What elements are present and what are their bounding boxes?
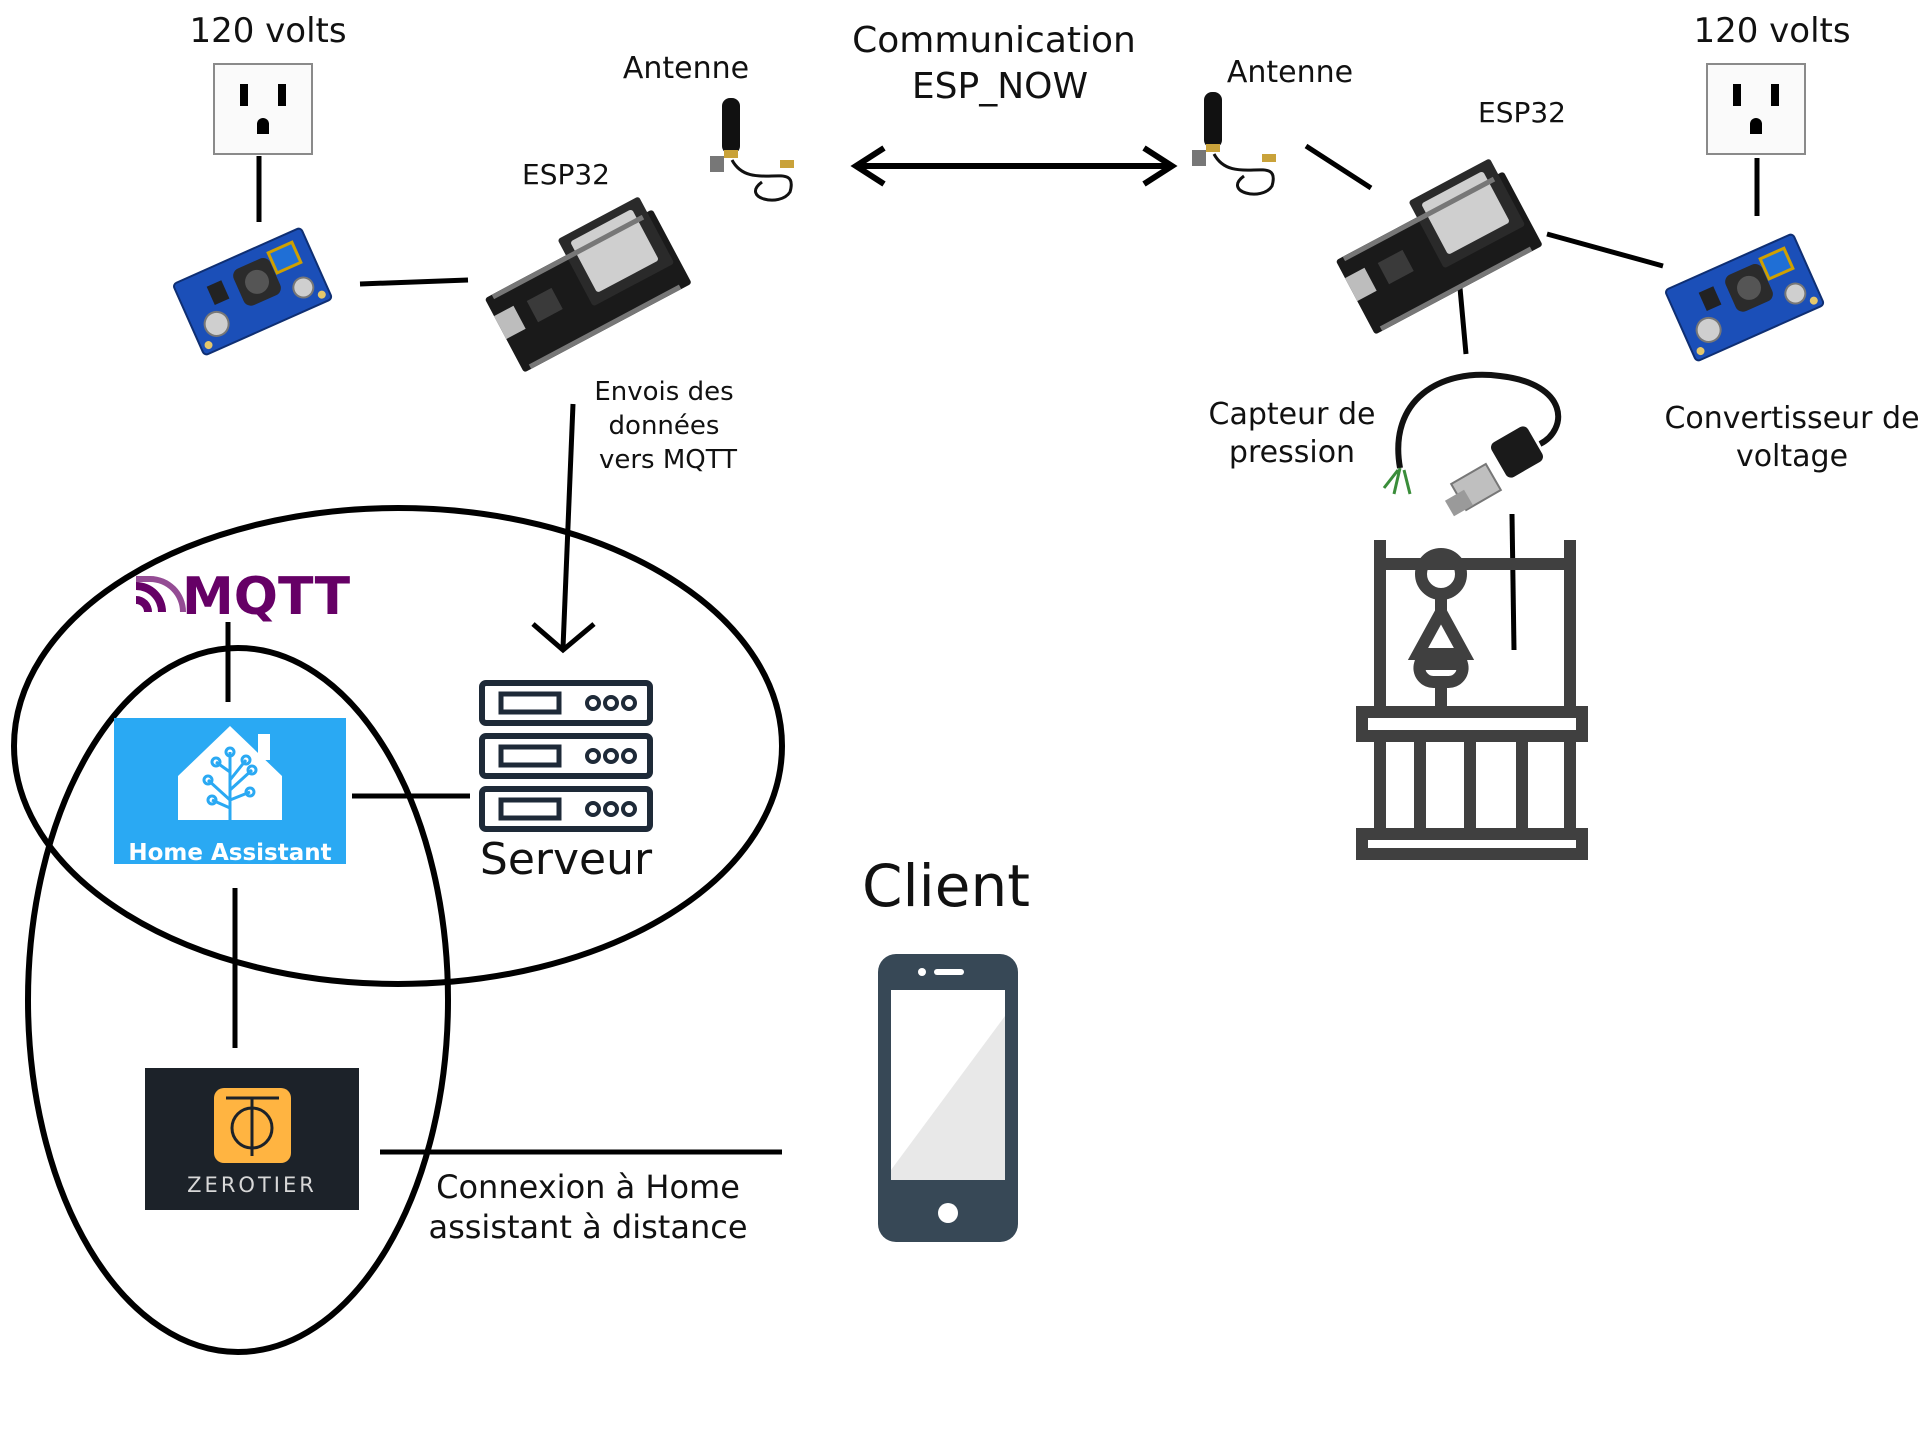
mqtt-logo: MQTT bbox=[136, 567, 351, 627]
voltage-converter-icon bbox=[1663, 231, 1826, 364]
send-label-line1: Envois des bbox=[594, 377, 733, 407]
server-label: Serveur bbox=[480, 834, 653, 885]
outlet-icon bbox=[213, 63, 313, 155]
connection-lines bbox=[225, 143, 1760, 1155]
well-pump-icon bbox=[1356, 540, 1588, 860]
smartphone-icon bbox=[878, 954, 1018, 1242]
sensor-label-line1: Capteur de bbox=[1209, 397, 1376, 432]
volts-label-left: 120 volts bbox=[189, 11, 346, 51]
ha-group-ellipse bbox=[25, 645, 451, 1355]
home-assistant-wordmark: Home Assistant bbox=[128, 840, 331, 866]
antenna-label-left: Antenne bbox=[623, 51, 749, 86]
antenna-icon bbox=[708, 96, 796, 202]
sensor-label-line2: pression bbox=[1229, 435, 1355, 470]
esp32-label-left: ESP32 bbox=[522, 158, 610, 191]
converter-label-line1: Convertisseur de bbox=[1664, 401, 1919, 436]
zerotier-logo: ZEROTIER bbox=[145, 1068, 359, 1210]
antenna-label-right: Antenne bbox=[1227, 55, 1353, 90]
esp32-label-right: ESP32 bbox=[1478, 96, 1566, 129]
outlet-icon bbox=[1706, 63, 1806, 155]
connexion-label-line1: Connexion à Home bbox=[436, 1168, 740, 1206]
esp32-board-icon bbox=[476, 193, 692, 373]
converter-label-line2: voltage bbox=[1736, 439, 1848, 474]
send-label-line3: vers MQTT bbox=[599, 445, 737, 475]
home-assistant-logo: Home Assistant bbox=[114, 718, 346, 866]
zerotier-wordmark: ZEROTIER bbox=[187, 1173, 317, 1197]
server-group-ellipse bbox=[11, 505, 785, 987]
pressure-sensor-icon bbox=[1382, 371, 1562, 517]
voltage-converter-icon bbox=[171, 225, 334, 358]
comm-label-line1: Communication bbox=[852, 20, 1136, 61]
esp-now-arrow bbox=[850, 145, 1178, 187]
comm-label-line2: ESP_NOW bbox=[912, 66, 1088, 107]
volts-label-right: 120 volts bbox=[1693, 11, 1850, 51]
server-rack-icon bbox=[482, 683, 650, 829]
mqtt-wordmark: MQTT bbox=[182, 567, 351, 627]
client-label: Client bbox=[862, 852, 1030, 920]
antenna-icon bbox=[1190, 90, 1278, 196]
send-label-line2: données bbox=[609, 411, 720, 441]
connexion-label-line2: assistant à distance bbox=[428, 1208, 747, 1246]
